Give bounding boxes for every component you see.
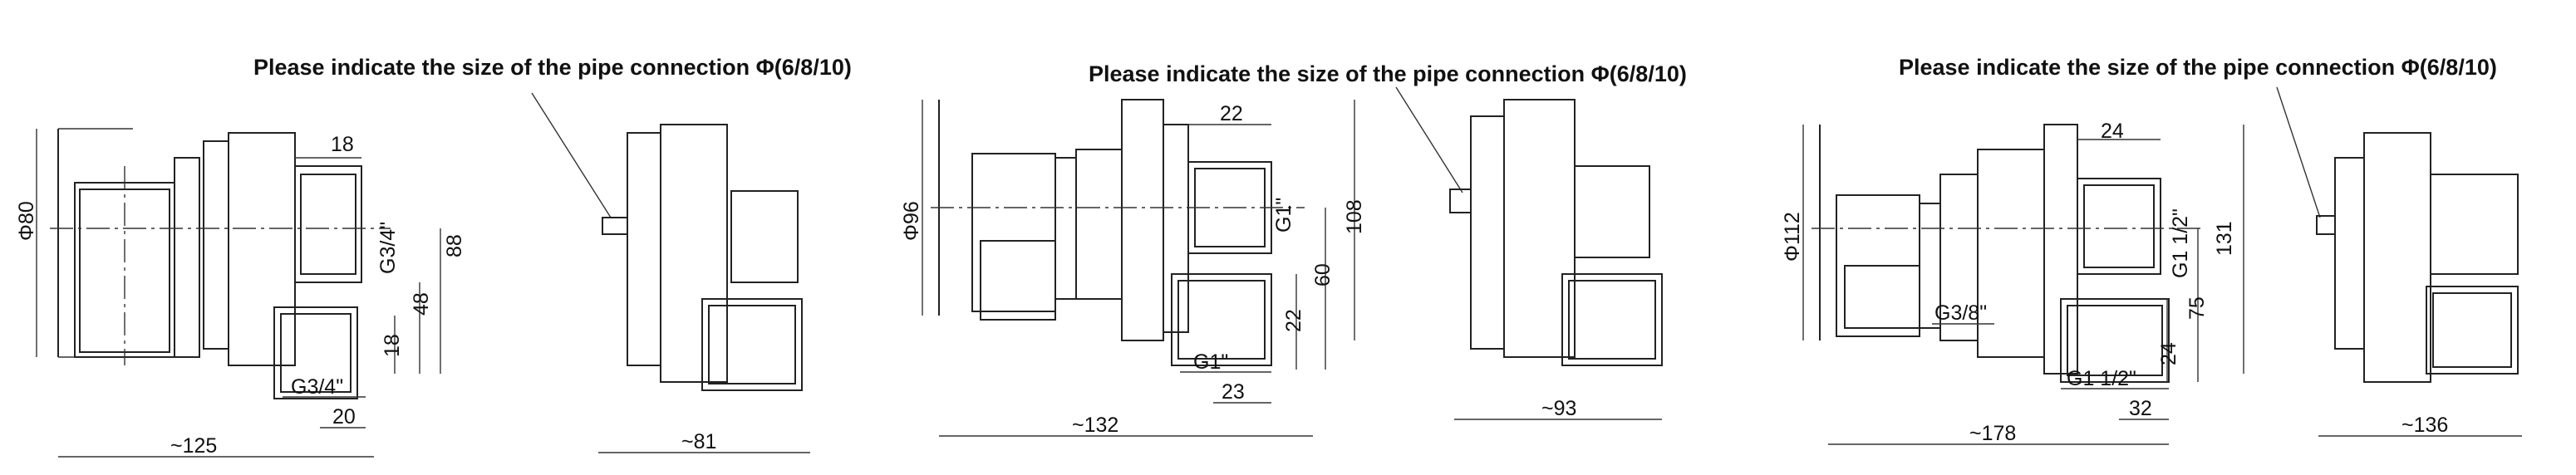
panel-2: Please indicate the size of the pipe con…: [881, 0, 1728, 475]
front-width-dim: ~136: [2401, 414, 2448, 437]
panel-1: Please indicate the size of the pipe con…: [0, 0, 864, 475]
side-length-dim: ~178: [1969, 422, 2016, 445]
front-width-dim: ~81: [681, 430, 716, 453]
side-dim-32: 32: [2129, 397, 2152, 420]
side-length-dim: ~132: [1072, 414, 1118, 437]
side-view: Φ96 22 G1" 108 60 22 G1" 23 ~132: [900, 99, 1366, 437]
side-lower-thread: G3/4": [291, 375, 343, 399]
side-top-dim: 24: [2101, 120, 2124, 143]
side-height-dim: Φ112: [1781, 212, 1804, 262]
side-dim-60: 60: [1311, 263, 1335, 286]
front-view: ~81: [531, 92, 810, 453]
panel-3: Please indicate the size of the pipe con…: [1745, 0, 2576, 475]
side-upper-thread: G1 1/2": [2169, 208, 2192, 278]
side-lower-thread: G1 1/2": [2067, 367, 2136, 390]
side-lower-thread: G1": [1193, 350, 1228, 374]
pipe-connection-note: Please indicate the size of the pipe con…: [1089, 61, 1687, 86]
front-view: ~93: [1395, 86, 1663, 420]
side-dim-108: 108: [1343, 199, 1366, 234]
side-height-dim: Φ80: [15, 201, 38, 241]
side-dim-18: 18: [381, 334, 404, 357]
side-dim-75: 75: [2185, 296, 2209, 320]
side-dim-23: 23: [1222, 380, 1245, 404]
side-height-dim: Φ96: [900, 201, 923, 241]
side-upper-thread: G3/4": [376, 222, 400, 274]
side-dim-24: 24: [2157, 342, 2180, 365]
pipe-connection-note: Please indicate the size of the pipe con…: [253, 55, 852, 80]
front-view: ~136: [2276, 86, 2522, 437]
side-view: Φ80 18 G3/4" 88 48 18 G3/4" 20 ~125: [15, 128, 466, 458]
side-dim-88: 88: [443, 234, 466, 257]
side-dim-20: 20: [332, 405, 356, 428]
side-top-dim: 22: [1220, 102, 1243, 125]
side-length-dim: ~125: [170, 434, 217, 458]
side-top-dim: 18: [331, 133, 354, 156]
side-dim-48: 48: [410, 292, 433, 316]
front-width-dim: ~93: [1541, 397, 1576, 420]
side-upper-thread: G1": [1272, 198, 1295, 233]
side-small-thread: G3/8": [1934, 301, 1987, 325]
side-view: Φ112 24 G1 1/2" 131 75 24 G3/8" G1 1/2" …: [1781, 120, 2244, 445]
side-dim-131: 131: [2213, 221, 2236, 256]
pipe-connection-note: Please indicate the size of the pipe con…: [1899, 55, 2497, 80]
side-dim-22: 22: [1282, 309, 1305, 332]
